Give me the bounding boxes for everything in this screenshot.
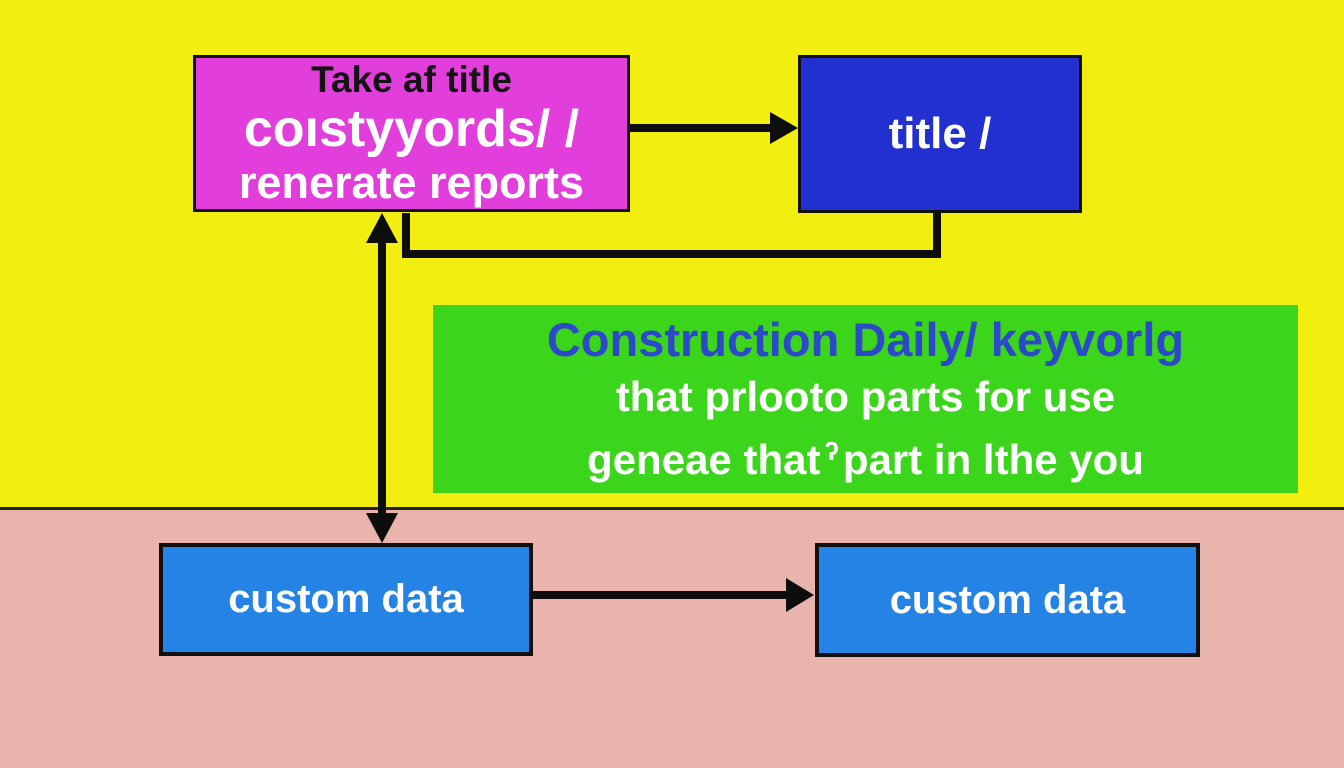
- title-box: title /: [798, 55, 1082, 213]
- arrow-head-right-icon: [770, 112, 798, 144]
- connector-segment-vertical-left: [402, 213, 410, 258]
- note-box-body-line1: that prlooto parts for use: [615, 373, 1116, 420]
- arrow-shaft: [630, 124, 772, 132]
- arrow-head-down-icon: [366, 513, 398, 543]
- connector-segment-horizontal: [402, 250, 941, 258]
- arrow-head-up-icon: [366, 213, 398, 243]
- note-body-line2-prefix: geneae that: [587, 436, 821, 483]
- custom-data-box-left: custom data: [159, 543, 533, 656]
- arrow-shaft: [378, 240, 386, 516]
- note-box: Construction Daily/ keyvorlg that prloot…: [433, 305, 1298, 493]
- title-box-label: title /: [888, 109, 992, 158]
- custom-data-box-right: custom data: [815, 543, 1200, 657]
- task-box-title: Take af title: [311, 58, 512, 100]
- task-box-line3: renerate reports: [238, 156, 585, 208]
- section-divider-line: [0, 507, 1344, 510]
- custom-data-right-label: custom data: [889, 577, 1126, 622]
- note-box-heading: Construction Daily/ keyvorlg: [546, 313, 1185, 366]
- arrow-shaft: [533, 591, 788, 599]
- arrow-head-right-icon: [786, 578, 814, 612]
- custom-data-left-label: custom data: [228, 577, 464, 621]
- hook-glyph: ʔ: [824, 436, 839, 466]
- task-box: Take af title coıstyyords/ / renerate re…: [193, 55, 630, 212]
- connector-segment-vertical-right: [933, 213, 941, 258]
- note-body-line2-suffix: part in lthe you: [842, 436, 1144, 483]
- task-box-line2: coıstyyords/ /: [243, 99, 580, 158]
